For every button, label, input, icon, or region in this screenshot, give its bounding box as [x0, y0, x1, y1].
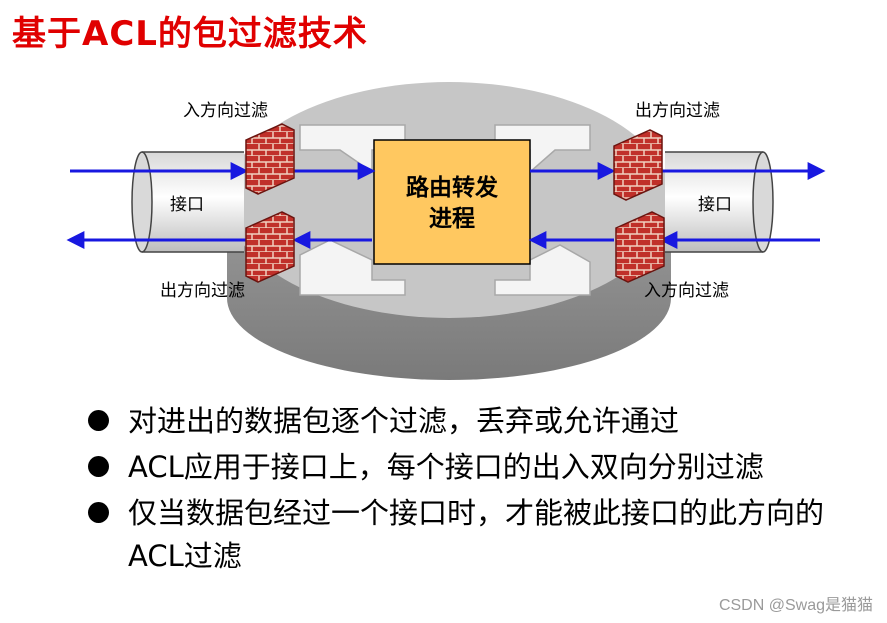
packet-filter-diagram: 接口 接口 路由转发 进程 入方向过滤 出方向过滤 出方向过滤 入方向过滤 [66, 82, 826, 380]
routing-process-label-line1: 路由转发 [406, 174, 498, 201]
bullet-item: ACL应用于接口上，每个接口的出入双向分别过滤 [88, 446, 878, 489]
bullet-text: 仅当数据包经过一个接口时，才能被此接口的此方向的ACL过滤 [128, 496, 825, 573]
filter-label-top-left: 入方向过滤 [183, 101, 268, 121]
filter-label-bottom-left: 出方向过滤 [160, 281, 245, 301]
bullet-dot-icon [88, 456, 109, 477]
left-interface-label: 接口 [170, 195, 204, 215]
bullet-text: 对进出的数据包逐个过滤，丢弃或允许通过 [128, 404, 680, 438]
watermark: CSDN @Swag是猫猫 [718, 597, 873, 614]
routing-process-label-line2: 进程 [429, 206, 475, 232]
router-arrows [299, 124, 591, 296]
firewall-icon [245, 211, 295, 283]
firewall-icon [615, 211, 665, 283]
firewall-icon [613, 129, 663, 201]
bullet-list: 对进出的数据包逐个过滤，丢弃或允许通过 ACL应用于接口上，每个接口的出入双向分… [88, 400, 878, 581]
page-title: 基于ACL的包过滤技术 [12, 14, 368, 54]
routing-process-box [373, 139, 531, 265]
bullet-item: 对进出的数据包逐个过滤，丢弃或允许通过 [88, 400, 878, 443]
traffic-flow-arrows [66, 162, 826, 249]
bullet-item: 仅当数据包经过一个接口时，才能被此接口的此方向的ACL过滤 [88, 492, 878, 578]
bullet-text: ACL应用于接口上，每个接口的出入双向分别过滤 [128, 450, 764, 484]
right-interface-pipe [665, 151, 774, 253]
filter-label-top-right: 出方向过滤 [635, 101, 720, 121]
filter-label-bottom-right: 入方向过滤 [644, 281, 729, 301]
firewall-icon [245, 123, 295, 195]
right-interface-label: 接口 [698, 195, 732, 215]
left-interface-pipe [131, 151, 244, 253]
bullet-dot-icon [88, 502, 109, 523]
bullet-dot-icon [88, 410, 109, 431]
